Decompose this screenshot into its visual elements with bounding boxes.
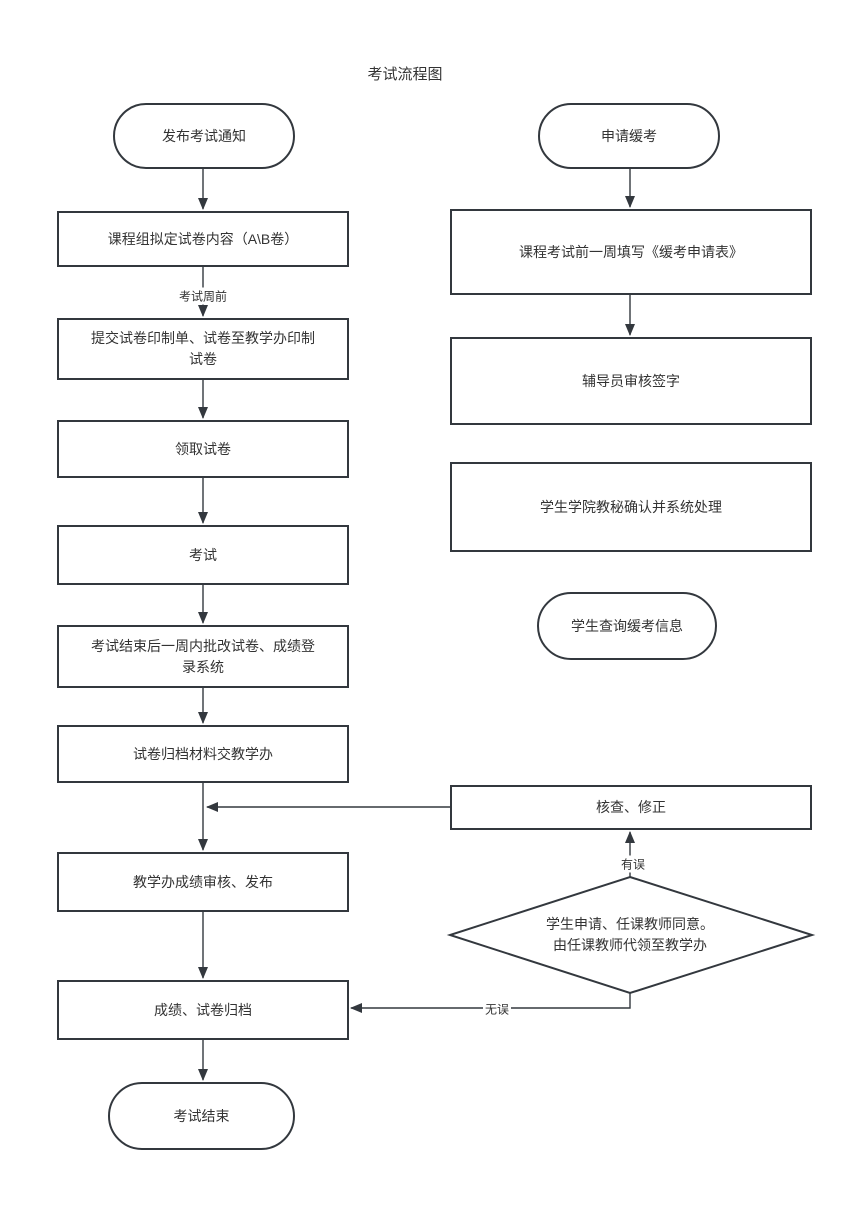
node-counselor-sign-label: 辅导员审核签字	[582, 372, 680, 389]
node-decision: 学生申请、任课教师同意。由任课教师代领至教学办	[542, 910, 718, 960]
node-secretary-confirm-label: 学生学院教秘确认并系统处理	[540, 498, 722, 515]
node-fill-form: 课程考试前一周填写《缓考申请表》	[450, 209, 812, 295]
edge-label-has-error: 有误	[618, 855, 648, 873]
node-query-info: 学生查询缓考信息	[537, 592, 717, 660]
node-fill-form-label: 课程考试前一周填写《缓考申请表》	[519, 243, 743, 260]
node-draft-paper: 课程组拟定试卷内容（A\B卷）	[57, 211, 349, 267]
node-check-correct: 核查、修正	[450, 785, 812, 830]
node-decision-label: 学生申请、任课教师同意。由任课教师代领至教学办	[546, 916, 714, 953]
node-collect-paper: 领取试卷	[57, 420, 349, 478]
node-review-publish-label: 教学办成绩审核、发布	[133, 873, 273, 890]
node-check-correct-label: 核查、修正	[596, 799, 666, 815]
node-start-right-label: 申请缓考	[601, 127, 657, 144]
node-final-archive-label: 成绩、试卷归档	[154, 1001, 252, 1018]
decision-diamond-shape	[446, 875, 816, 995]
node-end: 考试结束	[108, 1082, 295, 1150]
node-start-left: 发布考试通知	[113, 103, 295, 169]
node-start-right: 申请缓考	[538, 103, 720, 169]
node-draft-paper-label: 课程组拟定试卷内容（A\B卷）	[107, 230, 299, 247]
node-query-info-label: 学生查询缓考信息	[571, 617, 683, 634]
edge-label-no-error: 无误	[482, 1000, 512, 1018]
edge-label-before-exam-week: 考试周前	[176, 287, 230, 305]
node-final-archive: 成绩、试卷归档	[57, 980, 349, 1040]
edge-decision-to-final	[350, 993, 631, 1013]
node-exam: 考试	[57, 525, 349, 585]
node-end-label: 考试结束	[173, 1107, 230, 1124]
node-counselor-sign: 辅导员审核签字	[450, 337, 812, 425]
node-submit-print: 提交试卷印制单、试卷至教学办印制试卷	[57, 318, 349, 380]
node-start-left-label: 发布考试通知	[162, 127, 246, 144]
node-exam-label: 考试	[189, 546, 217, 563]
node-review-publish: 教学办成绩审核、发布	[57, 852, 349, 912]
node-archive-materials: 试卷归档材料交教学办	[57, 725, 349, 783]
node-grade-register-label: 考试结束后一周内批改试卷、成绩登录系统	[91, 637, 315, 675]
node-grade-register: 考试结束后一周内批改试卷、成绩登录系统	[57, 625, 349, 688]
node-archive-materials-label: 试卷归档材料交教学办	[133, 745, 273, 762]
node-secretary-confirm: 学生学院教秘确认并系统处理	[450, 462, 812, 552]
node-collect-paper-label: 领取试卷	[175, 440, 231, 457]
diagram-title: 考试流程图	[367, 66, 443, 83]
node-submit-print-label: 提交试卷印制单、试卷至教学办印制试卷	[91, 330, 315, 367]
